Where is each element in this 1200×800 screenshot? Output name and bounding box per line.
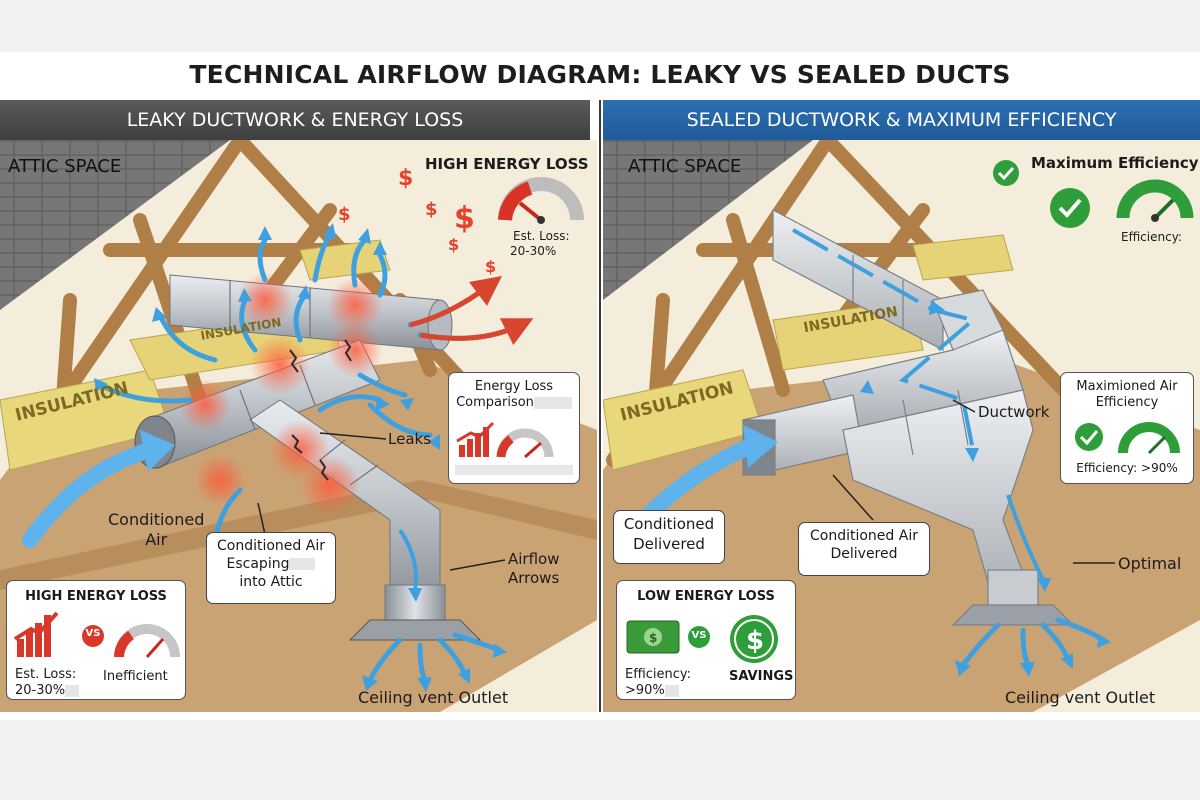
optimal-label: Optimal	[1118, 554, 1182, 573]
card-title: LOW ENERGY LOSS	[637, 589, 775, 604]
low-energy-loss-card: LOW ENERGY LOSS $ $ VS Efficiency:>90% S…	[616, 580, 796, 700]
attic-space-label: ATTIC SPACE	[8, 156, 122, 177]
rectangular-ducts	[742, 209, 1075, 626]
ceiling-vent	[951, 604, 1075, 626]
svg-text:$: $	[649, 631, 657, 645]
sealed-panel: SEALED DUCTWORK & MAXIMUM EFFICIENCY ATT…	[603, 100, 1200, 712]
gauge-icon	[498, 177, 584, 224]
ceiling-vent-label: Ceiling vent Outlet	[358, 688, 509, 707]
leaky-panel: $ $ $ $ $ $ LEAKY DUCTWORK & ENERGY LOSS…	[0, 100, 597, 712]
gauge-icon	[1116, 179, 1194, 222]
card-est-loss: Est. Loss:20-30%	[15, 667, 80, 700]
leak-arrowheads	[94, 223, 440, 552]
trend-vs-gauge-icons	[13, 611, 180, 658]
vs-icon: VS	[691, 630, 707, 641]
check-gauge-icons	[1075, 422, 1180, 455]
roof-shingles	[603, 140, 813, 300]
vs-icon: VS	[85, 628, 101, 639]
diagram-title: TECHNICAL AIRFLOW DIAGRAM: LEAKY VS SEAL…	[189, 60, 1011, 89]
leaks-label: Leaks	[388, 430, 432, 448]
svg-text:$: $	[338, 204, 351, 225]
efficiency-90-label: Efficiency: >90%	[1076, 461, 1178, 475]
check-icon	[993, 160, 1090, 228]
efficiency-label: Efficiency:	[1121, 230, 1182, 244]
roof-shingles	[0, 140, 230, 310]
airflow-arrowheads	[860, 300, 1051, 592]
est-loss-top-label: Est. Loss:	[513, 229, 570, 243]
ceiling-vent	[348, 619, 482, 641]
panel-divider	[599, 100, 601, 712]
svg-text:$: $	[425, 199, 438, 220]
high-energy-loss-card: HIGH ENERGY LOSS VS Est. Loss:20-30% Ine…	[6, 580, 186, 700]
money-vs-savings-icons: $ $	[626, 615, 778, 663]
card-inefficient: Inefficient	[103, 669, 168, 684]
leaky-banner: LEAKY DUCTWORK & ENERGY LOSS	[0, 100, 590, 140]
intake-airflow-arrow	[22, 442, 158, 548]
card-efficiency: Efficiency:>90%	[625, 667, 692, 699]
leak-glows	[179, 272, 383, 515]
comparison-line-2: Comparison	[449, 395, 579, 411]
sealed-banner: SEALED DUCTWORK & MAXIMUM EFFICIENCY	[603, 100, 1200, 140]
dollar-icon: $ $ $ $ $ $	[338, 166, 496, 276]
comparison-line-1: Energy Loss	[474, 379, 554, 394]
crack-icon	[289, 339, 352, 481]
escaping-air-callout: Conditioned Air Escaping into Attic	[206, 532, 336, 604]
svg-text:$: $	[398, 166, 413, 191]
maximum-efficiency-label: Maximum Efficiency	[1031, 154, 1199, 172]
energy-loss-comparison-card: Energy Loss Comparison	[448, 372, 580, 484]
svg-text:$: $	[746, 626, 764, 656]
svg-text:$: $	[454, 201, 475, 236]
high-energy-loss-label: HIGH ENERGY LOSS	[425, 155, 589, 173]
ductwork-label: Ductwork	[978, 403, 1050, 421]
svg-text:$: $	[448, 235, 459, 254]
ceiling-vent-label: Ceiling vent Outlet	[1005, 688, 1156, 707]
svg-text:$: $	[485, 257, 496, 276]
est-loss-top-value: 20-30%	[510, 244, 557, 258]
attic-space-label: ATTIC SPACE	[628, 156, 742, 177]
trend-up-icon	[455, 421, 573, 475]
intake-airflow-arrow	[635, 437, 761, 528]
card-savings: SAVINGS	[729, 669, 794, 684]
card-title: HIGH ENERGY LOSS	[25, 589, 167, 604]
